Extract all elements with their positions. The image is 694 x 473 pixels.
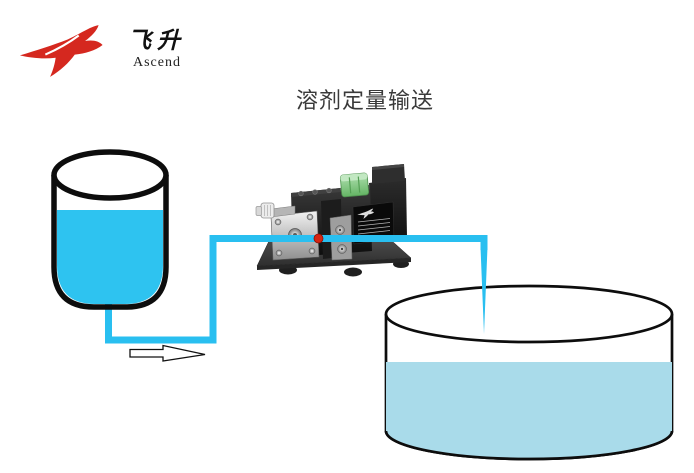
- logo-text: 飞升 Ascend: [114, 28, 200, 71]
- pump-label-bird-icon: [357, 208, 374, 219]
- bird-silhouette: [19, 25, 103, 77]
- pump-base-plate-edge: [257, 258, 411, 270]
- flow-arrow-icon: [129, 344, 206, 362]
- page-title: 溶剂定量输送: [295, 88, 434, 113]
- receiving-tank: [384, 284, 674, 461]
- receiving-tank-liquid: [386, 362, 672, 459]
- pump-terminal-connector: [339, 172, 370, 198]
- solvent-source-tank: [51, 149, 169, 310]
- source-tank-outline: [51, 175, 169, 310]
- pump-spec-label: [352, 201, 395, 245]
- pump-top-bolt: [312, 189, 318, 195]
- transfer-tube: [105, 235, 488, 344]
- bird-wing-separator: [44, 34, 80, 56]
- pump-motor-top-face: [372, 164, 404, 170]
- pump-inlet-fitting: [313, 233, 324, 244]
- pour-stream: [480, 247, 488, 334]
- brand-logo: 飞升 Ascend: [14, 12, 204, 82]
- logo-chinese-name: 飞升: [128, 28, 186, 53]
- pump-top-bolt: [326, 187, 332, 194]
- source-tank-rim: [51, 149, 169, 201]
- pump-top-bolt: [298, 190, 304, 197]
- pump-foot: [344, 267, 362, 277]
- receiving-tank-rim: [384, 284, 674, 344]
- pump-shaft: [255, 202, 296, 219]
- receiving-tank-bottom-outline: [384, 430, 674, 461]
- source-tank-liquid: [57, 210, 163, 304]
- logo-english-name: Ascend: [133, 55, 181, 70]
- ascend-bird-logo-icon: [19, 25, 103, 77]
